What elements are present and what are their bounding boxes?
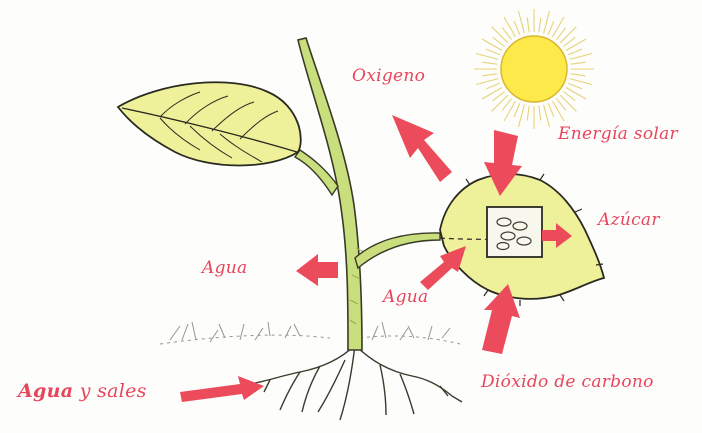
water-salts-label: Agua y sales: [18, 380, 147, 402]
sun-ray: [502, 98, 511, 110]
sun-ray: [544, 11, 550, 33]
sun-ray: [563, 37, 575, 46]
sun-ray: [519, 105, 525, 127]
sun-ray: [527, 17, 529, 32]
oxygen-label: Oxigeno: [352, 66, 425, 86]
sun-ray: [568, 83, 582, 89]
sun-ray: [566, 39, 586, 51]
water-in-label: Agua: [383, 287, 428, 307]
oxygen-arrow-icon: [392, 115, 452, 182]
sun-ray: [557, 98, 566, 110]
sun-ray: [482, 39, 502, 51]
sun-ray: [527, 106, 529, 121]
sun-ray: [568, 49, 582, 55]
sun-ray: [539, 106, 541, 121]
sun-ray: [486, 49, 500, 55]
sun-icon: [474, 9, 594, 129]
sun-ray: [544, 105, 550, 127]
chloroplast-icon: [487, 207, 542, 257]
roots-icon: [245, 345, 462, 420]
sun-ray: [492, 27, 508, 43]
co2-label: Dióxido de carbono: [481, 372, 654, 392]
sun-ray: [504, 17, 516, 37]
solar-energy-label: Energía solar: [558, 124, 678, 144]
sun-ray: [482, 62, 497, 64]
leaf-icon: [118, 82, 301, 165]
sun-ray: [493, 37, 505, 46]
water-salts-label-bold: Agua: [18, 380, 73, 402]
sun-ray: [539, 17, 541, 32]
sun-ray: [548, 21, 554, 35]
sun-ray: [557, 28, 566, 40]
sun-ray: [493, 92, 505, 101]
sun-ray: [519, 11, 525, 33]
sun-ray: [553, 17, 565, 37]
sun-ray: [571, 74, 586, 76]
sun-ray: [553, 101, 565, 121]
sun-ray: [504, 101, 516, 121]
sun-ray: [482, 88, 502, 100]
sun-ray: [563, 92, 575, 101]
sun-ray: [570, 79, 592, 85]
sun-ray: [571, 62, 586, 64]
sun-ray: [514, 21, 520, 35]
sun-ray: [570, 54, 592, 60]
sun-ray: [566, 88, 586, 100]
water-salts-label-rest: y sales: [73, 380, 146, 402]
ground-icon: [160, 322, 460, 344]
water-in-arrow-icon: [420, 246, 466, 290]
water-out-arrow-icon: [296, 254, 338, 286]
sun-ray: [476, 79, 498, 85]
sun-ray: [482, 74, 497, 76]
sun-ray: [548, 103, 554, 117]
water-salts-arrow-icon: [180, 376, 264, 402]
sun-ray: [514, 103, 520, 117]
sun-ray: [486, 83, 500, 89]
sun-ray: [492, 95, 508, 111]
sun-ray: [476, 54, 498, 60]
sugar-label: Azúcar: [598, 210, 660, 230]
sun-ray: [560, 95, 576, 111]
water-out-label: Agua: [202, 258, 247, 278]
sun-ray: [560, 27, 576, 43]
sun-ray: [502, 28, 511, 40]
